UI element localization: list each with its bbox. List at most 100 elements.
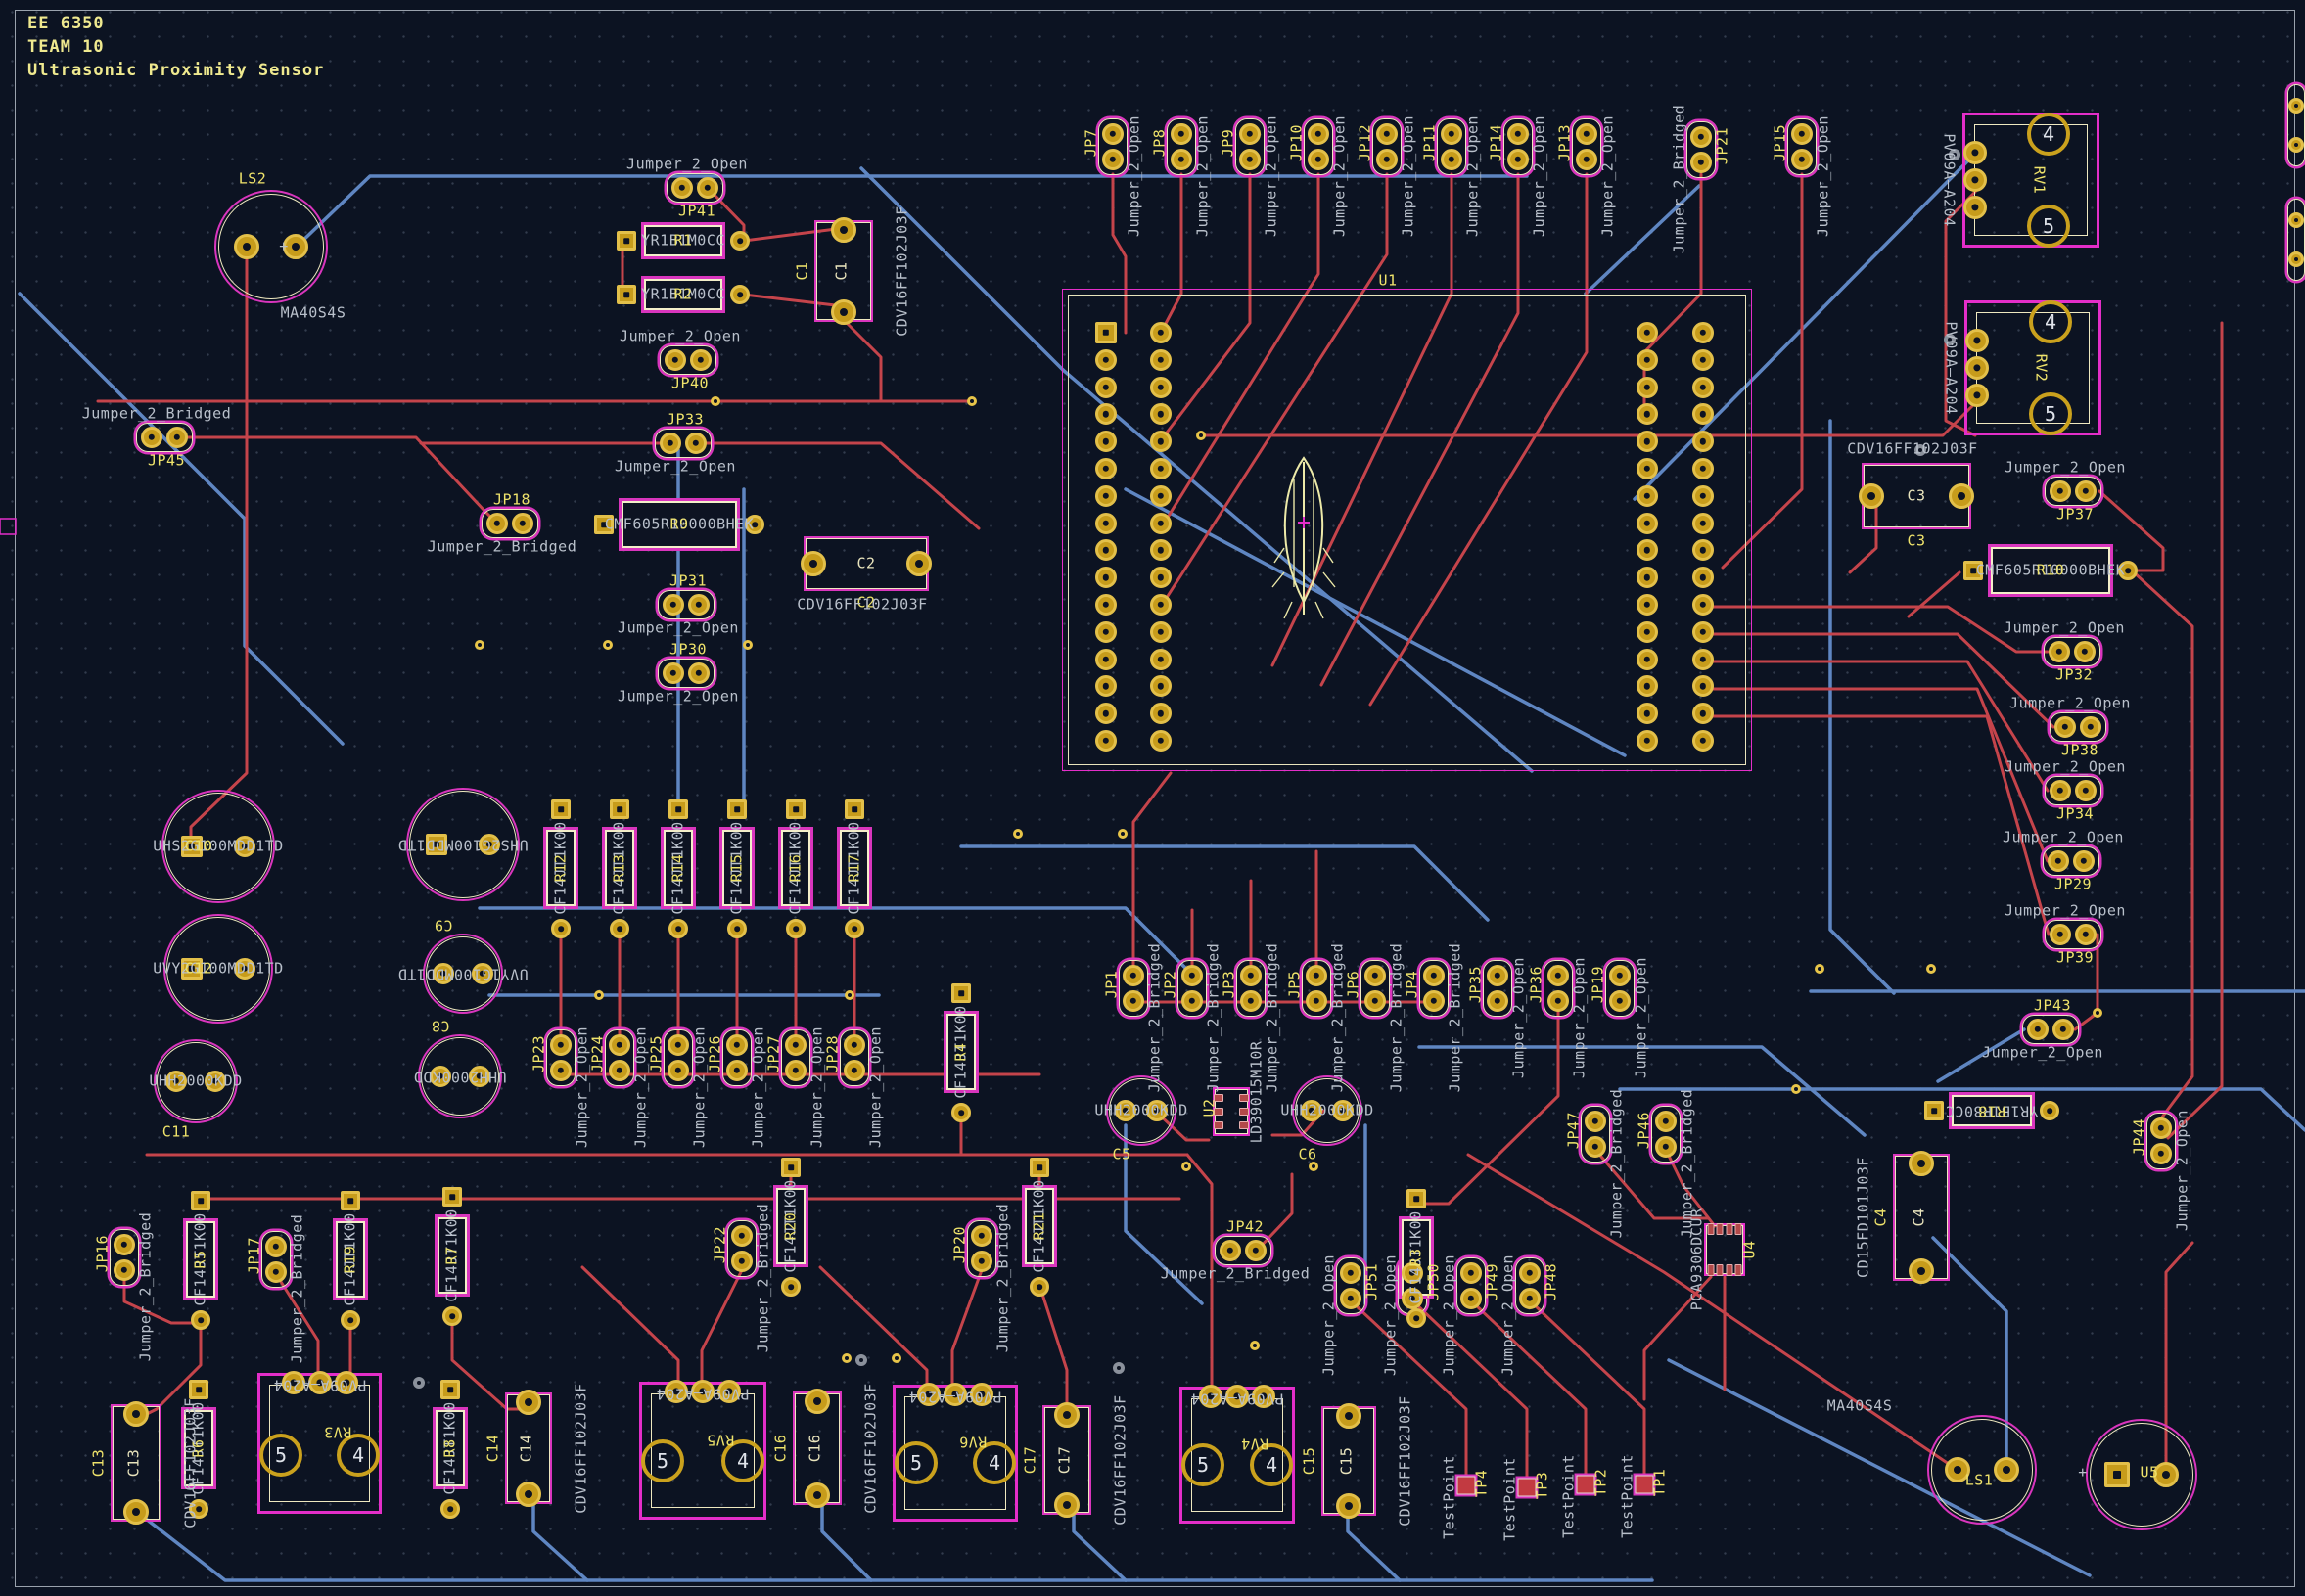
jumper-pad-1[interactable] <box>2050 480 2071 502</box>
unconnected-pad[interactable] <box>855 1354 867 1366</box>
ic-pad[interactable] <box>1637 484 1658 507</box>
capacitor-pad-2[interactable] <box>234 836 255 857</box>
trace-front-copper[interactable] <box>1159 172 1183 335</box>
jumper-pad-2[interactable] <box>609 1060 630 1081</box>
trace-back-copper[interactable] <box>18 292 345 746</box>
jumper-pad-2[interactable] <box>1423 990 1445 1012</box>
capacitor-pad-2[interactable] <box>469 1066 490 1087</box>
jumper-pad-2[interactable] <box>1364 990 1386 1012</box>
trace-front-copper[interactable] <box>2130 569 2194 1120</box>
resistor-pad-2[interactable] <box>730 231 750 251</box>
ic-pad[interactable] <box>1637 322 1658 343</box>
jumper-pad-2[interactable] <box>726 1060 748 1081</box>
edge-pad[interactable] <box>2288 251 2304 267</box>
ic-pad[interactable] <box>1150 322 1172 343</box>
trace-front-copper[interactable] <box>950 1268 984 1396</box>
trimmer-pad[interactable] <box>1963 196 1987 219</box>
capacitor-pad-2[interactable] <box>1054 1492 1080 1518</box>
transducer-pad-1[interactable] <box>2104 1462 2130 1487</box>
trace-back-copper[interactable] <box>1618 1087 2305 1132</box>
resistor-pad-1[interactable] <box>1963 561 1983 580</box>
trace-front-copper[interactable] <box>742 226 846 243</box>
jumper-pad-1[interactable] <box>114 1234 135 1255</box>
trace-front-copper[interactable] <box>122 1270 203 1325</box>
smd-pad[interactable] <box>1239 1121 1249 1129</box>
via[interactable] <box>1309 1162 1318 1171</box>
ic-pad[interactable] <box>1692 484 1714 507</box>
unconnected-pad[interactable] <box>1944 334 1956 345</box>
capacitor-pad-1[interactable] <box>1054 1402 1080 1428</box>
jumper-pad-1[interactable] <box>726 1034 748 1056</box>
trace-front-copper[interactable] <box>1270 172 1453 667</box>
capacitor-pad-1[interactable] <box>1336 1403 1361 1429</box>
capacitor-pad-2[interactable] <box>516 1482 541 1507</box>
ic-pad[interactable] <box>1637 567 1658 589</box>
trimmer-pad[interactable] <box>1965 329 1989 352</box>
resistor-pad-1[interactable] <box>341 1191 360 1210</box>
ic-pad[interactable] <box>1095 703 1117 725</box>
jumper-pad-1[interactable] <box>1460 1262 1482 1284</box>
jumper-pad-2[interactable] <box>1791 149 1813 170</box>
trimmer-pad[interactable] <box>1965 384 1989 407</box>
trace-back-copper[interactable] <box>1828 419 1896 995</box>
jumper-pad-1[interactable] <box>1609 965 1631 986</box>
jumper-pad-1[interactable] <box>1240 965 1262 986</box>
resistor-pad-1[interactable] <box>617 285 636 304</box>
jumper-pad-1[interactable] <box>1181 965 1203 986</box>
jumper-pad-2[interactable] <box>2080 716 2101 738</box>
jumper-pad-1[interactable] <box>1123 965 1144 986</box>
transducer-pad-2[interactable] <box>2153 1462 2179 1487</box>
jumper-pad-2[interactable] <box>1181 990 1203 1012</box>
capacitor-pad-1[interactable] <box>181 836 203 857</box>
testpoint-pad[interactable] <box>1517 1478 1537 1497</box>
ic-pad[interactable] <box>1095 348 1117 371</box>
jumper-pad-2[interactable] <box>1585 1136 1606 1158</box>
jumper-pad-2[interactable] <box>1245 1240 1267 1261</box>
jumper-pad-1[interactable] <box>609 1034 630 1056</box>
resistor-pad-1[interactable] <box>610 799 629 819</box>
trace-front-copper[interactable] <box>1414 1302 1529 1482</box>
capacitor-pad-1[interactable] <box>831 217 856 243</box>
smd-pad[interactable] <box>1239 1108 1249 1116</box>
jumper-pad-2[interactable] <box>1171 149 1192 170</box>
jumper-pad-1[interactable] <box>550 1034 572 1056</box>
trace-back-copper[interactable] <box>135 1510 1654 1582</box>
jumper-pad-2[interactable] <box>512 513 533 534</box>
jumper-pad-1[interactable] <box>141 427 162 448</box>
jumper-pad-1[interactable] <box>1364 965 1386 986</box>
ic-pad[interactable] <box>1095 675 1117 698</box>
jumper-pad-1[interactable] <box>1220 1240 1241 1261</box>
trace-front-copper[interactable] <box>1848 495 1878 574</box>
ic-pad[interactable] <box>1150 675 1172 698</box>
capacitor-pad-2[interactable] <box>831 299 856 325</box>
jumper-pad-2[interactable] <box>2075 924 2097 945</box>
via[interactable] <box>1118 829 1128 839</box>
trimmer-pad[interactable] <box>944 1383 967 1406</box>
capacitor-pad-1[interactable] <box>516 1390 541 1415</box>
ic-pad[interactable] <box>1637 594 1658 616</box>
unconnected-pad[interactable] <box>1113 1362 1125 1374</box>
jumper-pad-1[interactable] <box>1102 123 1124 145</box>
trimmer-pad[interactable] <box>717 1380 741 1403</box>
ic-pad[interactable] <box>1150 376 1172 398</box>
testpoint-pad[interactable] <box>1635 1475 1654 1494</box>
trimmer-pad[interactable] <box>1252 1385 1275 1408</box>
capacitor-pad-1[interactable] <box>1115 1100 1136 1121</box>
resistor-pad-2[interactable] <box>189 1499 208 1519</box>
ic-pad[interactable] <box>1692 730 1714 752</box>
ic-pad[interactable] <box>1637 539 1658 562</box>
trace-front-copper[interactable] <box>2166 321 2224 1140</box>
trace-front-copper[interactable] <box>274 1272 320 1384</box>
trace-front-copper[interactable] <box>1368 172 1589 707</box>
jumper-pad-1[interactable] <box>844 1034 865 1056</box>
trimmer-pad[interactable] <box>1963 141 1987 164</box>
smd-pad[interactable] <box>1707 1223 1715 1235</box>
jumper-pad-1[interactable] <box>671 177 693 199</box>
trace-back-copper[interactable] <box>1931 1236 2008 1472</box>
resistor-pad-1[interactable] <box>727 799 747 819</box>
ic-pad[interactable] <box>1692 620 1714 643</box>
resistor-pad-2[interactable] <box>781 1277 801 1297</box>
trace-front-copper[interactable] <box>1706 660 2050 793</box>
jumper-pad-2[interactable] <box>1460 1288 1482 1309</box>
resistor-pad-1[interactable] <box>440 1380 460 1399</box>
